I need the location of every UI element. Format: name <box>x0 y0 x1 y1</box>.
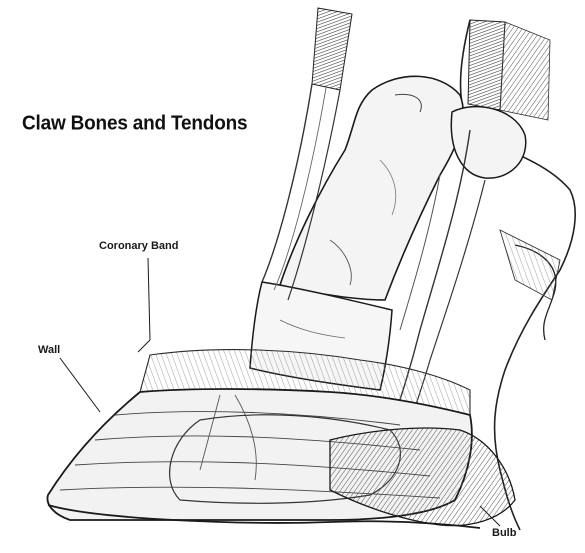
label-coronary-band: Coronary Band <box>99 240 178 252</box>
diagram-title: Claw Bones and Tendons <box>22 112 247 136</box>
label-wall: Wall <box>38 344 60 356</box>
sesamoid-bone <box>451 107 525 179</box>
label-bulb: Bulb <box>492 527 516 539</box>
